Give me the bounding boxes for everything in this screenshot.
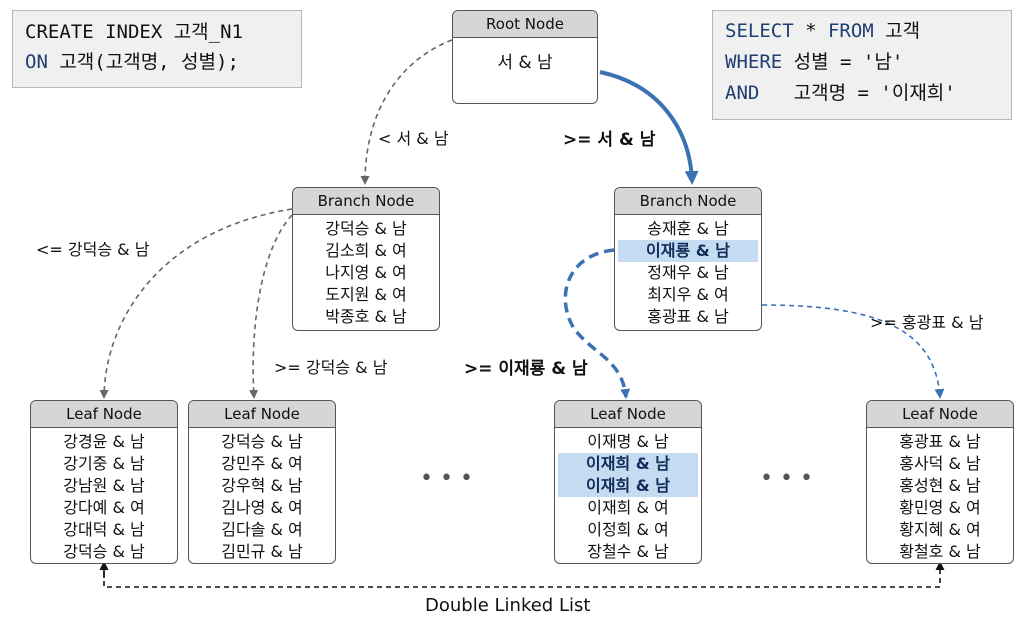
leaf3-key: 장철수 & 남 — [587, 542, 669, 561]
leaf2-key: 강민주 & 여 — [221, 454, 303, 473]
leaf1-key: 강대덕 & 남 — [63, 520, 145, 539]
edge-branch-leaf1 — [99, 208, 293, 399]
on-keyword: ON — [25, 51, 48, 73]
branch-right-key: 최지우 & 여 — [647, 285, 729, 304]
leaf-node-1-header: Leaf Node — [31, 401, 177, 428]
leaf-node-4: Leaf Node 홍광표 & 남 홍사덕 & 남 홍성현 & 남 황민영 & … — [866, 400, 1014, 564]
leaf3-key-highlighted: 이재희 & 남 — [558, 475, 698, 497]
branch-left-key: 나지영 & 여 — [325, 263, 407, 282]
branch-node-left-header: Branch Node — [293, 188, 439, 215]
on-clause: 고객(고객명, 성별); — [47, 51, 239, 73]
leaf1-key: 강기중 & 남 — [63, 454, 145, 473]
leaf-node-2: Leaf Node 강덕승 & 남 강민주 & 여 강우혁 & 남 김나영 & … — [188, 400, 336, 564]
branch-left-key: 김소희 & 여 — [325, 241, 407, 260]
root-node: Root Node 서 & 남 — [452, 10, 598, 104]
where-keyword: WHERE — [725, 51, 783, 73]
leaf4-key: 홍광표 & 남 — [899, 432, 981, 451]
leaf3-key: 이재희 & 여 — [587, 498, 669, 517]
leaf-node-2-header: Leaf Node — [189, 401, 335, 428]
branch-node-right-header: Branch Node — [615, 188, 761, 215]
branch-left-key: 강덕승 & 남 — [325, 219, 407, 238]
label-ge-branch: >= 강덕승 & 남 — [274, 358, 388, 377]
label-le-branch: <= 강덕승 & 남 — [36, 240, 150, 259]
leaf2-key: 김다솔 & 여 — [221, 520, 303, 539]
leaf-node-3-header: Leaf Node — [555, 401, 701, 428]
branch-right-key: 홍광표 & 남 — [647, 307, 729, 326]
branch-left-key: 도지원 & 여 — [325, 285, 407, 304]
ellipsis-right: • • • — [760, 466, 813, 491]
leaf1-key: 강덕승 & 남 — [63, 542, 145, 561]
branch-node-left-body: 강덕승 & 남 김소희 & 여 나지영 & 여 도지원 & 여 박종호 & 남 — [293, 215, 439, 328]
root-node-key: 서 & 남 — [497, 53, 553, 73]
leaf-node-3-body: 이재명 & 남 이재희 & 남 이재희 & 남 이재희 & 여 이정희 & 여 … — [555, 428, 701, 563]
select-sql: SELECT * FROM 고객 WHERE 성별 = '남' AND 고객명 … — [712, 10, 1012, 120]
leaf-node-1: Leaf Node 강경윤 & 남 강기중 & 남 강남원 & 남 강다예 & … — [30, 400, 178, 564]
leaf2-key: 김나영 & 여 — [221, 498, 303, 517]
from-table: 고객 — [873, 20, 921, 42]
branch-node-right: Branch Node 송재훈 & 남 이재룡 & 남 정재우 & 남 최지우 … — [614, 187, 762, 331]
where-clause: 성별 = '남' — [782, 51, 904, 73]
edge-root-branch-left — [360, 39, 453, 185]
branch-right-key: 송재훈 & 남 — [647, 219, 729, 238]
edge-branch-leaf2 — [249, 214, 293, 399]
edge-branch-leaf4 — [761, 304, 945, 399]
root-node-body: 서 & 남 — [453, 38, 597, 88]
label-ge-jaeryong: >= 이재룡 & 남 — [464, 359, 588, 379]
leaf2-key: 강덕승 & 남 — [221, 432, 303, 451]
label-ge-hong: >= 홍광표 & 남 — [870, 313, 984, 332]
ellipsis-left: • • • — [420, 466, 473, 491]
linked-list-line — [103, 561, 945, 588]
select-keyword: SELECT — [725, 20, 794, 42]
leaf-node-3: Leaf Node 이재명 & 남 이재희 & 남 이재희 & 남 이재희 & … — [554, 400, 702, 564]
leaf4-key: 홍성현 & 남 — [899, 476, 981, 495]
create-index-line: CREATE INDEX 고객_N1 — [25, 21, 243, 43]
edge-branch-leaf3 — [563, 248, 631, 399]
leaf1-key: 강남원 & 남 — [63, 476, 145, 495]
leaf4-key: 홍사덕 & 남 — [899, 454, 981, 473]
select-star: * — [793, 20, 828, 42]
leaf2-key: 강우혁 & 남 — [221, 476, 303, 495]
label-lt-root: < 서 & 남 — [378, 129, 449, 148]
edge-root-branch-right — [599, 70, 699, 185]
from-keyword: FROM — [827, 20, 874, 42]
leaf-node-4-header: Leaf Node — [867, 401, 1013, 428]
leaf1-key: 강다예 & 여 — [63, 498, 145, 517]
leaf1-key: 강경윤 & 남 — [63, 432, 145, 451]
and-clause: 고객명 = '이재희' — [759, 82, 956, 104]
leaf4-key: 황민영 & 여 — [899, 498, 981, 517]
and-keyword: AND — [725, 82, 760, 104]
branch-node-right-body: 송재훈 & 남 이재룡 & 남 정재우 & 남 최지우 & 여 홍광표 & 남 — [615, 215, 761, 328]
leaf-node-1-body: 강경윤 & 남 강기중 & 남 강남원 & 남 강다예 & 여 강대덕 & 남 … — [31, 428, 177, 563]
leaf2-key: 김민규 & 남 — [221, 542, 303, 561]
leaf4-key: 황지혜 & 여 — [899, 520, 981, 539]
branch-right-key: 정재우 & 남 — [647, 263, 729, 282]
root-node-header: Root Node — [453, 11, 597, 38]
leaf3-key-highlighted: 이재희 & 남 — [558, 453, 698, 475]
branch-node-left: Branch Node 강덕승 & 남 김소희 & 여 나지영 & 여 도지원 … — [292, 187, 440, 331]
branch-left-key: 박종호 & 남 — [325, 307, 407, 326]
leaf-node-4-body: 홍광표 & 남 홍사덕 & 남 홍성현 & 남 황민영 & 여 황지혜 & 여 … — [867, 428, 1013, 563]
leaf-node-2-body: 강덕승 & 남 강민주 & 여 강우혁 & 남 김나영 & 여 김다솔 & 여 … — [189, 428, 335, 563]
branch-right-key-highlighted: 이재룡 & 남 — [618, 240, 758, 262]
create-index-sql: CREATE INDEX 고객_N1 ON 고객(고객명, 성별); — [12, 10, 302, 88]
leaf3-key: 이재명 & 남 — [587, 432, 669, 451]
label-ge-root: >= 서 & 남 — [563, 130, 656, 150]
leaf4-key: 황철호 & 남 — [899, 542, 981, 561]
leaf3-key: 이정희 & 여 — [587, 520, 669, 539]
label-linked-list: Double Linked List — [423, 595, 593, 616]
